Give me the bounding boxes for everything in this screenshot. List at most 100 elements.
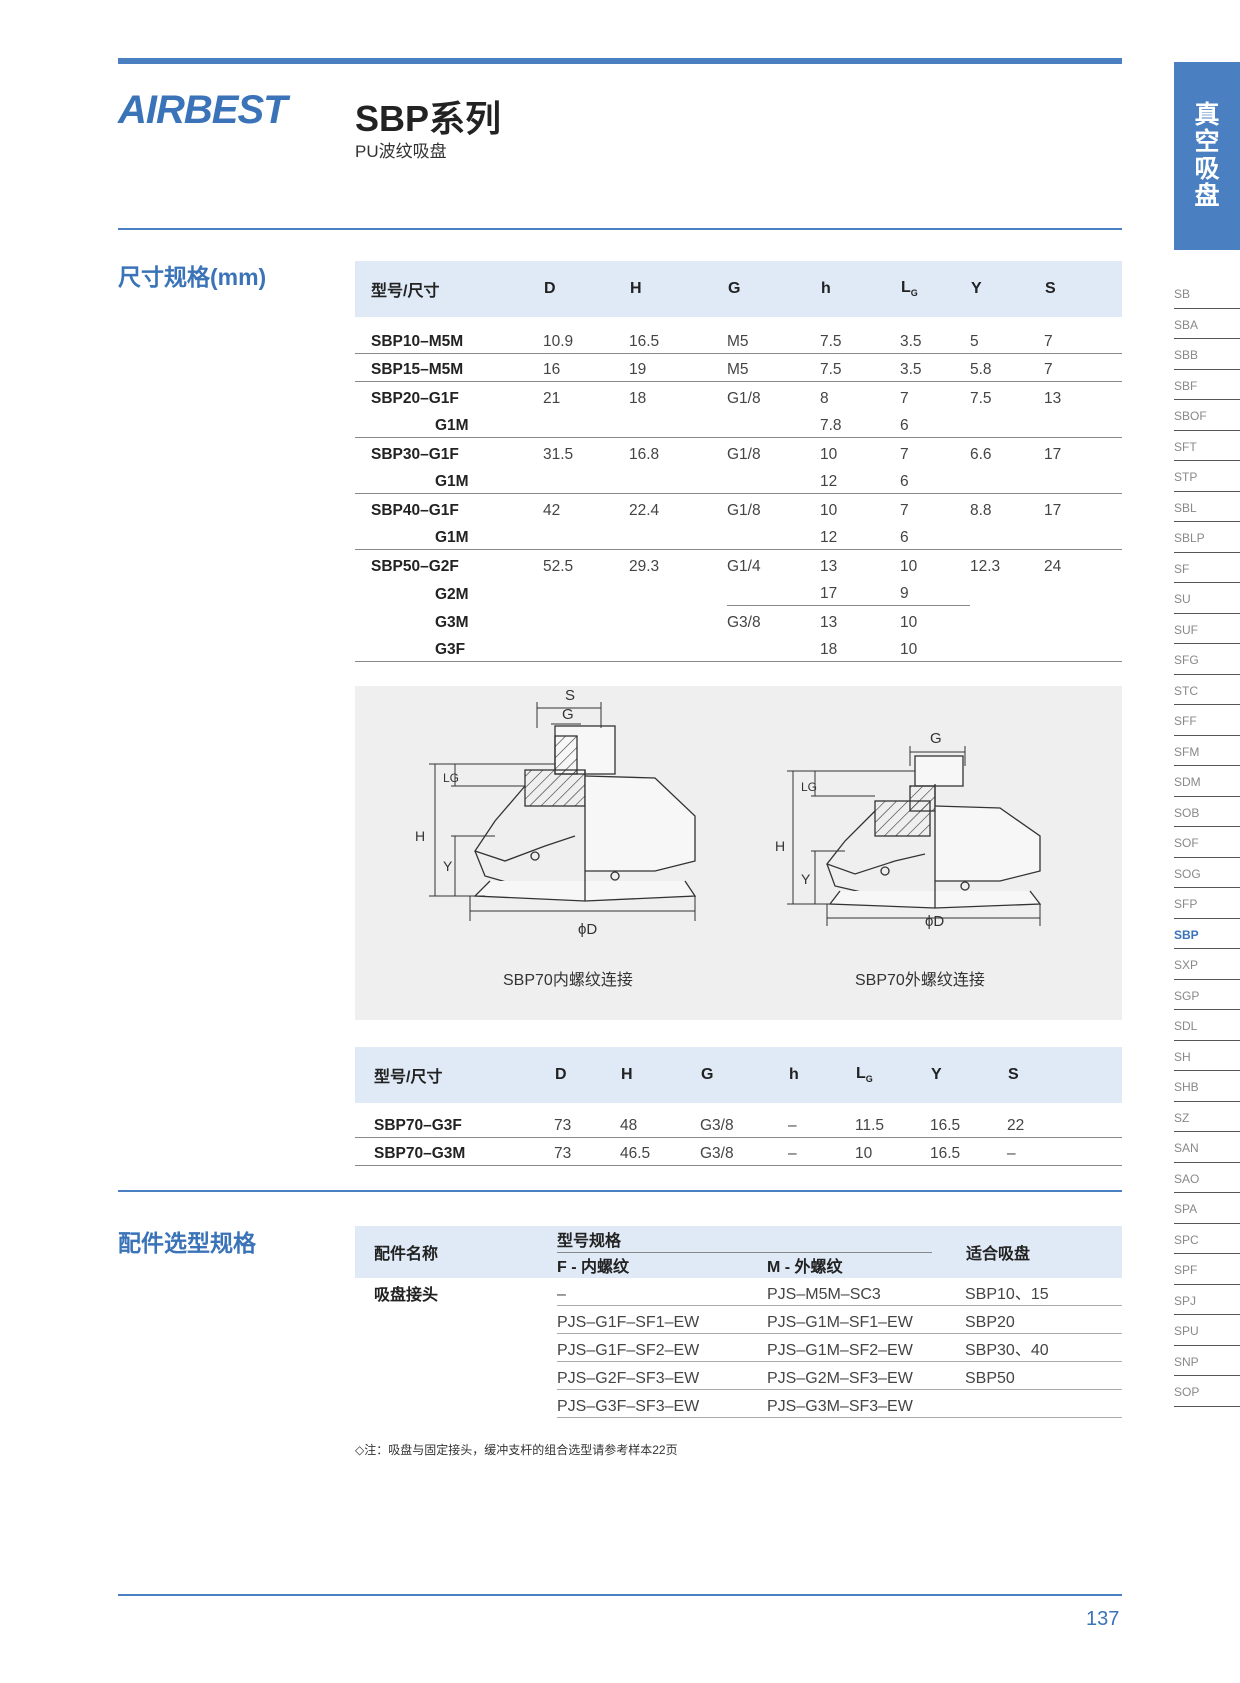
- dim-label-h: H: [415, 828, 425, 844]
- model-cell: G1M: [355, 465, 543, 494]
- dim-label-lg: LG: [443, 771, 459, 785]
- value-cell: 10: [820, 445, 838, 463]
- thread-m-label: M - 外螺纹: [767, 1259, 843, 1276]
- series-nav-item[interactable]: SFF: [1174, 705, 1240, 736]
- series-nav-item[interactable]: SDM: [1174, 766, 1240, 797]
- series-nav-item[interactable]: SOF: [1174, 827, 1240, 858]
- series-nav-item[interactable]: SPC: [1174, 1224, 1240, 1254]
- series-nav-item[interactable]: SH: [1174, 1041, 1240, 1071]
- series-nav-item[interactable]: SGP: [1174, 980, 1240, 1010]
- page-number: 137: [1086, 1608, 1120, 1630]
- value-cell: 7: [1044, 325, 1122, 354]
- series-nav-item[interactable]: SDL: [1174, 1010, 1240, 1041]
- value-cell: PJS–G1F–SF2–EW: [557, 1333, 767, 1362]
- category-tab[interactable]: 真 空 吸 盘: [1174, 62, 1240, 250]
- series-nav-item[interactable]: SBF: [1174, 370, 1240, 400]
- series-nav-item[interactable]: SAO: [1174, 1163, 1240, 1193]
- model-cell: SBP15–M5M: [355, 353, 543, 382]
- header-divider: [118, 228, 1122, 230]
- value-cell: 9: [900, 577, 970, 606]
- value-cell: [970, 606, 1044, 634]
- value-cell: 7: [900, 445, 909, 463]
- accessory-table: 配件名称 型号规格 F - 内螺纹 M - 外螺纹 适合吸盘 吸盘接头–PJS–…: [355, 1226, 1122, 1418]
- value-cell: 18: [820, 633, 900, 662]
- series-nav-item[interactable]: SXP: [1174, 949, 1240, 980]
- caption-internal-thread: SBP70内螺纹连接: [503, 972, 633, 989]
- value-cell: [1044, 521, 1122, 550]
- series-nav-item[interactable]: SBLP: [1174, 522, 1240, 553]
- value-cell: 21: [543, 389, 561, 407]
- value-cell: 6: [900, 521, 970, 550]
- series-nav-item[interactable]: SBP: [1174, 919, 1240, 949]
- value-cell: 22: [1007, 1109, 1122, 1138]
- value-cell: 29.3: [629, 557, 660, 575]
- dim-label-g: G: [930, 730, 942, 747]
- header-cell: S: [1044, 261, 1122, 317]
- value-cell: 24: [1044, 557, 1062, 575]
- model-cell: SBP20–G1F: [371, 389, 459, 407]
- series-nav-item[interactable]: SPU: [1174, 1315, 1240, 1346]
- series-nav-item[interactable]: SAN: [1174, 1132, 1240, 1163]
- value-cell: [543, 465, 629, 494]
- cross-section-drawing: S G H Y LG ϕD: [415, 687, 1042, 938]
- category-tab-char: 盘: [1194, 182, 1220, 210]
- series-nav-item[interactable]: SHB: [1174, 1071, 1240, 1102]
- series-nav-item[interactable]: SZ: [1174, 1102, 1240, 1132]
- series-nav-item[interactable]: SBOF: [1174, 400, 1240, 431]
- series-nav-item[interactable]: SNP: [1174, 1346, 1240, 1376]
- model-cell: SBP30–G1F: [371, 445, 459, 463]
- series-nav-item[interactable]: SFP: [1174, 888, 1240, 919]
- value-cell: 10.9: [543, 325, 629, 354]
- value-cell: –: [1007, 1137, 1122, 1166]
- value-cell: 13: [820, 557, 838, 575]
- series-nav-item[interactable]: SOG: [1174, 858, 1240, 888]
- series-nav-item[interactable]: SPF: [1174, 1254, 1240, 1285]
- series-nav-item[interactable]: SFT: [1174, 431, 1240, 461]
- value-cell: 48: [620, 1109, 700, 1138]
- value-cell: G3/8: [700, 1137, 788, 1166]
- model-cell: SBP10–M5M: [355, 325, 543, 354]
- series-nav-item[interactable]: SBL: [1174, 492, 1240, 522]
- internal-thread-cup-drawing: [429, 702, 697, 921]
- series-nav-item[interactable]: SUF: [1174, 614, 1240, 644]
- value-cell: 16.8: [629, 445, 660, 463]
- value-cell: 10: [855, 1137, 930, 1166]
- value-cell: PJS–G1F–SF1–EW: [557, 1305, 767, 1334]
- series-nav-item[interactable]: SBB: [1174, 339, 1240, 370]
- series-nav-item[interactable]: STP: [1174, 461, 1240, 492]
- value-cell: 22.4: [629, 501, 660, 519]
- series-nav-item[interactable]: SOP: [1174, 1376, 1240, 1407]
- value-cell: G1/8: [727, 389, 761, 407]
- value-cell: 7.5: [820, 353, 900, 382]
- series-nav-item[interactable]: SF: [1174, 553, 1240, 583]
- series-nav-item[interactable]: SU: [1174, 583, 1240, 614]
- series-nav-item[interactable]: STC: [1174, 675, 1240, 705]
- series-nav-item[interactable]: SB: [1174, 278, 1240, 309]
- series-nav-item[interactable]: SBA: [1174, 309, 1240, 339]
- section-divider: [118, 1190, 1122, 1192]
- header-cell-lg: LG: [900, 261, 970, 317]
- page-title: SBP系列: [355, 98, 502, 139]
- series-nav-item[interactable]: SFM: [1174, 736, 1240, 766]
- dimension-table-header: 型号/尺寸 D H G h LG Y S: [355, 261, 1122, 317]
- value-cell: G1/8: [727, 501, 761, 519]
- thread-type-row: F - 内螺纹 M - 外螺纹: [557, 1253, 965, 1277]
- brand-logo: AIRBEST: [118, 88, 288, 132]
- series-nav-item[interactable]: SFG: [1174, 644, 1240, 675]
- series-nav-item[interactable]: SPA: [1174, 1193, 1240, 1224]
- series-nav-item[interactable]: SOB: [1174, 797, 1240, 827]
- value-cell: SBP20: [965, 1305, 1122, 1334]
- value-cell: PJS–G2M–SF3–EW: [767, 1361, 965, 1390]
- value-cell: M5: [727, 353, 820, 382]
- value-cell: 11.5: [855, 1109, 930, 1138]
- value-cell: 7.5: [970, 389, 992, 407]
- series-nav-item[interactable]: SPJ: [1174, 1285, 1240, 1315]
